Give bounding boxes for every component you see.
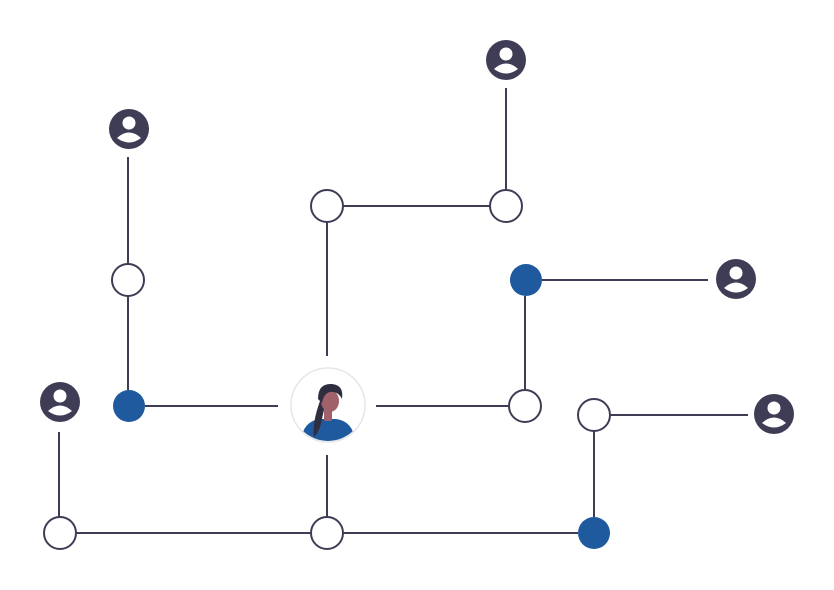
hollow-nodes xyxy=(43,189,611,550)
node-top xyxy=(310,189,344,223)
user-avatar-icon xyxy=(716,259,756,299)
user-avatar-icon xyxy=(486,40,526,80)
accent-nodes xyxy=(113,264,610,549)
node-lower-right xyxy=(577,398,611,432)
user-avatar-icon xyxy=(109,109,149,149)
person-avatar-icon xyxy=(290,367,366,443)
node-left-mid xyxy=(111,263,145,297)
user-avatar-icon xyxy=(754,394,794,434)
connections xyxy=(58,88,748,534)
node-bottom-left xyxy=(43,516,77,550)
accent-node-bottom xyxy=(578,517,610,549)
node-bottom-center xyxy=(310,516,344,550)
node-top-right xyxy=(489,189,523,223)
accent-node-right xyxy=(510,264,542,296)
user-icons xyxy=(40,40,794,434)
node-right xyxy=(508,389,542,423)
user-avatar-icon xyxy=(40,382,80,422)
accent-node-left xyxy=(113,390,145,422)
